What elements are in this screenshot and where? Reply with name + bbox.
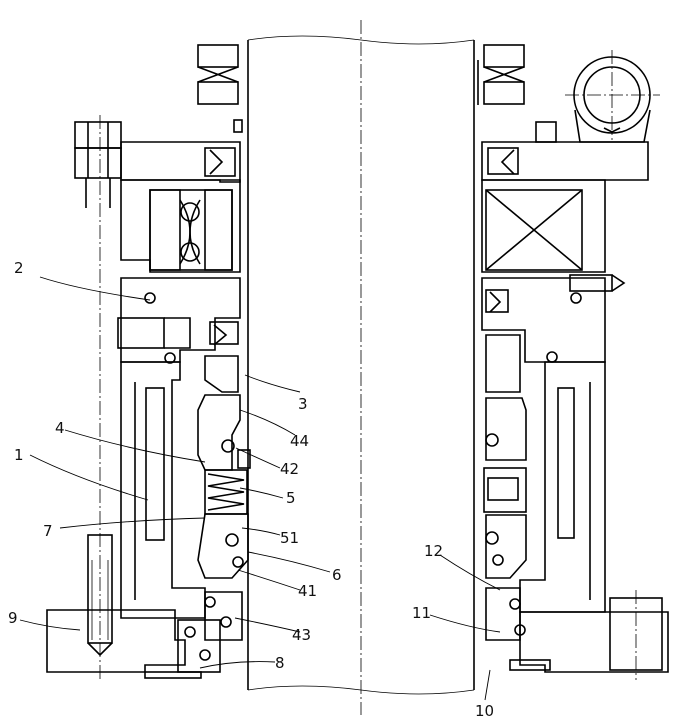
seal-ring-44 — [197, 394, 241, 471]
bearing-right — [485, 189, 583, 271]
right-section — [477, 44, 669, 680]
callout-8: 8 — [275, 654, 285, 672]
left-section — [46, 44, 251, 680]
lifting-eye — [565, 50, 660, 143]
callout-10: 10 — [475, 702, 494, 720]
top-flange-right — [481, 141, 649, 181]
hex-bolt-head — [74, 121, 122, 149]
callout-12: 12 — [424, 542, 443, 560]
callout-51: 51 — [280, 529, 299, 547]
top-nut-left — [197, 44, 239, 68]
outer-casing-1 — [120, 361, 206, 619]
callout-2: 2 — [14, 259, 24, 277]
callout-5: 5 — [286, 489, 296, 507]
callout-43: 43 — [292, 626, 311, 644]
callout-42: 42 — [280, 460, 299, 478]
bottom-flange-right — [519, 611, 669, 673]
callout-6: 6 — [332, 566, 342, 584]
callout-9: 9 — [8, 609, 18, 627]
seal-ring-41 — [197, 513, 249, 579]
callout-44: 44 — [290, 432, 309, 450]
outer-casing-right — [519, 361, 606, 613]
callout-labels: 2 3 4 44 1 42 5 7 51 12 6 41 11 9 43 8 1… — [8, 259, 494, 720]
bottom-flange-9 — [46, 609, 186, 673]
leader-lines — [19, 276, 501, 701]
callout-41: 41 — [298, 582, 317, 600]
callout-1: 1 — [14, 446, 24, 464]
callout-11: 11 — [412, 604, 431, 622]
seal-gland-2 — [120, 277, 241, 363]
bearing-left — [149, 189, 233, 271]
callout-7: 7 — [43, 522, 53, 540]
callout-4: 4 — [55, 419, 65, 437]
seal-ring-43 — [204, 591, 243, 641]
shaft — [247, 20, 475, 715]
seal-ring-3 — [204, 355, 239, 393]
callout-3: 3 — [298, 395, 308, 413]
spring-4 — [207, 473, 245, 511]
